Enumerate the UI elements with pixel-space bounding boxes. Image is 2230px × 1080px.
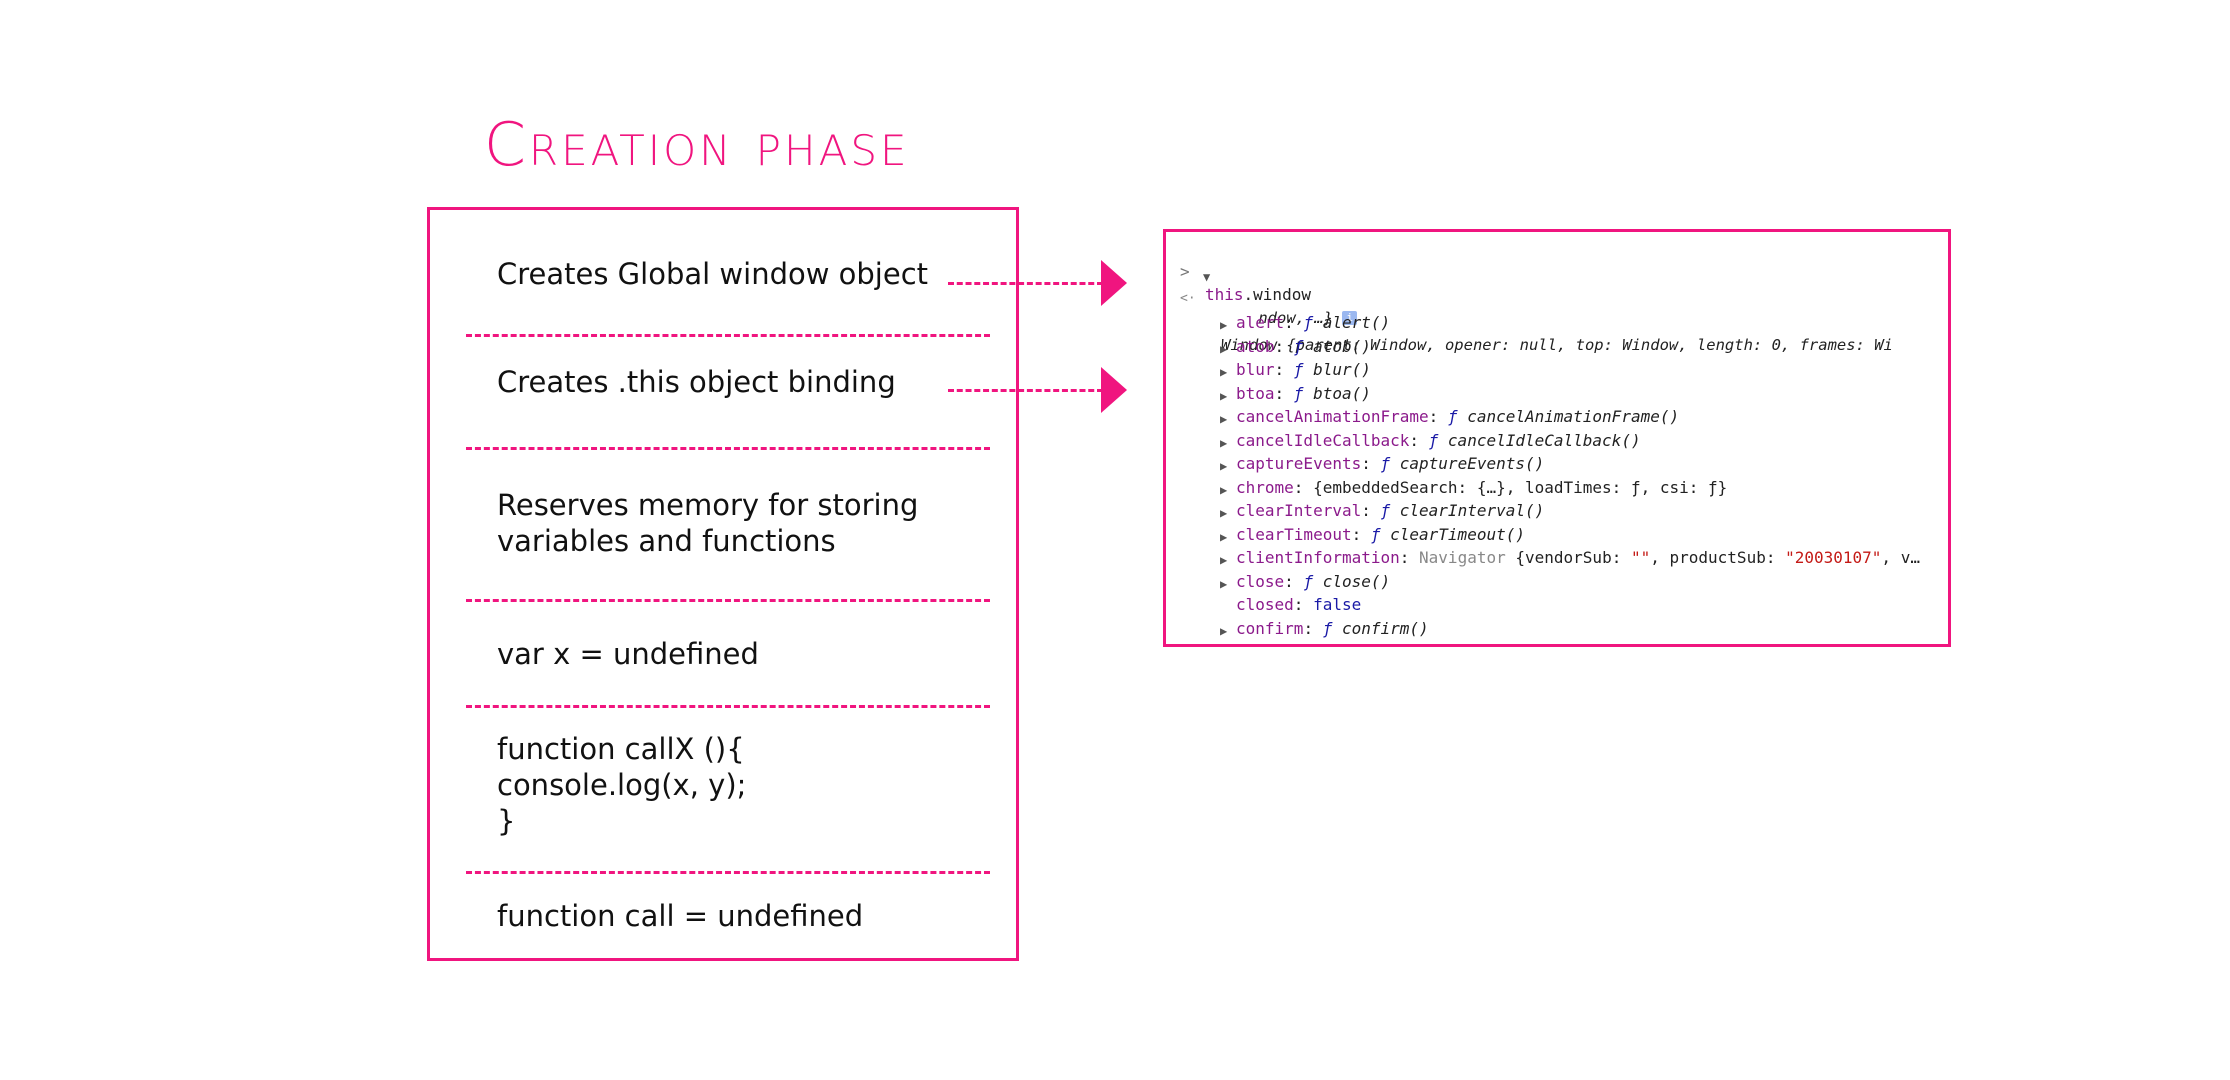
expand-triangle-icon[interactable]: ▶ [1220,553,1228,567]
property-separator: : [1274,336,1294,356]
property-key: captureEvents [1236,454,1362,473]
console-output-line: <· ▼ Window {parent: Window, opener: nul… [1166,263,1893,381]
devtools-console-panel: > this.window <· ▼ Window {parent: Windo… [1163,229,1951,647]
expand-triangle-icon[interactable]: ▶ [1220,365,1228,379]
expand-triangle-icon[interactable]: ▶ [1220,482,1228,497]
property-value: clearInterval() [1399,501,1545,520]
window-summary-line1[interactable]: Window {parent: Window, opener: null, to… [1221,335,1893,354]
property-value: clearTimeout() [1390,524,1525,544]
phase-item-var-x: var x = undefined [497,637,759,671]
window-summary-line2: ndow, …} i [1221,283,1357,354]
phase-divider [466,447,990,450]
phase-divider [466,705,990,708]
property-key: cancelAnimationFrame [1236,407,1429,426]
property-key: close [1236,571,1285,591]
property-separator: : [1361,454,1381,473]
phase-item-global-object: Creates Global window object [497,257,929,291]
function-icon: ƒ [1447,407,1468,426]
expand-triangle-icon[interactable]: ▶ [1220,576,1228,591]
arrow-line-window [948,282,1103,285]
phase-divider [466,871,990,874]
property-value: btoa() [1313,383,1371,403]
property-key: clearTimeout [1236,524,1352,544]
console-input-line: > this.window [1180,261,1311,305]
property-separator: : [1284,313,1304,332]
expand-triangle-icon[interactable]: ▶ [1220,459,1228,473]
property-value: cancelAnimationFrame() [1467,407,1680,426]
expand-triangle-icon[interactable]: ▶ [1220,341,1228,356]
property-key: confirm [1236,618,1304,638]
property-key: btoa [1236,383,1275,403]
phase-item-function-callx: function callX (){ console.log(x, y); } [497,732,747,838]
property-separator: : [1428,407,1448,426]
property-key: blur [1236,360,1275,379]
function-icon: ƒ [1293,383,1314,403]
property-separator: : [1293,595,1314,614]
property-separator: : [1361,501,1381,520]
property-separator: : [1293,477,1314,497]
function-icon: ƒ [1293,336,1314,356]
property-value: confirm() [1341,618,1429,638]
property-value: Navigator {vendorSub: "", productSub: "2… [1419,548,1920,567]
function-icon: ƒ [1380,454,1400,473]
property-separator: : [1409,430,1429,450]
creation-phase-box: Creates Global window object Creates .th… [427,207,1019,961]
arrow-head-icon [1101,367,1127,413]
property-value: captureEvents() [1399,454,1545,473]
function-icon: ƒ [1370,524,1391,544]
property-separator: : [1284,571,1304,591]
info-icon[interactable]: i [1342,311,1357,325]
property-key: clearInterval [1236,501,1362,520]
property-key: cancelIdleCallback [1236,430,1410,450]
property-value: false [1313,595,1362,614]
phase-divider [466,599,990,602]
property-separator: : [1274,360,1294,379]
function-icon: ƒ [1303,571,1323,591]
property-value: cancelIdleCallback() [1447,430,1641,450]
function-icon: ƒ [1293,360,1314,379]
property-separator: : [1274,383,1294,403]
arrow-head-icon [1101,260,1127,306]
property-value: blur() [1313,360,1371,379]
property-value: close() [1322,571,1391,591]
arrow-line-this [948,389,1103,392]
property-key: closed [1236,595,1294,614]
property-key: chrome [1236,477,1294,497]
function-icon: ƒ [1322,618,1342,638]
expand-triangle-icon[interactable]: ▶ [1220,318,1228,332]
expand-triangle-icon[interactable]: ▶ [1220,623,1228,638]
expanded-triangle-icon[interactable]: ▼ [1203,270,1211,284]
phase-item-this-binding: Creates .this object binding [497,365,896,399]
property-separator: : [1399,548,1420,567]
expand-triangle-icon[interactable]: ▶ [1220,506,1228,520]
input-prompt-icon: > [1180,261,1190,281]
phase-item-function-call: function call = undefined [497,899,864,933]
diagram-title: Creation phase [484,110,910,180]
function-icon: ƒ [1428,430,1448,450]
property-key: atob [1236,336,1275,356]
property-value: alert() [1322,313,1391,332]
output-prompt-icon: <· [1180,290,1196,306]
function-icon: ƒ [1303,313,1323,332]
property-value: atob() [1313,336,1371,356]
property-key: alert [1236,313,1285,332]
expand-triangle-icon[interactable]: ▶ [1220,388,1228,403]
phase-divider [466,334,990,337]
property-value: {embeddedSearch: {…}, loadTimes: ƒ, csi:… [1313,477,1728,497]
expand-triangle-icon[interactable]: ▶ [1220,435,1228,450]
property-key: clientInformation [1236,548,1400,567]
property-separator: : [1303,618,1323,638]
expand-triangle-icon[interactable]: ▶ [1220,412,1228,426]
expand-triangle-icon[interactable]: ▶ [1220,529,1228,544]
phase-item-reserve-memory: Reserves memory for storing variables an… [497,488,919,558]
property-separator: : [1351,524,1371,544]
function-icon: ƒ [1380,501,1400,520]
